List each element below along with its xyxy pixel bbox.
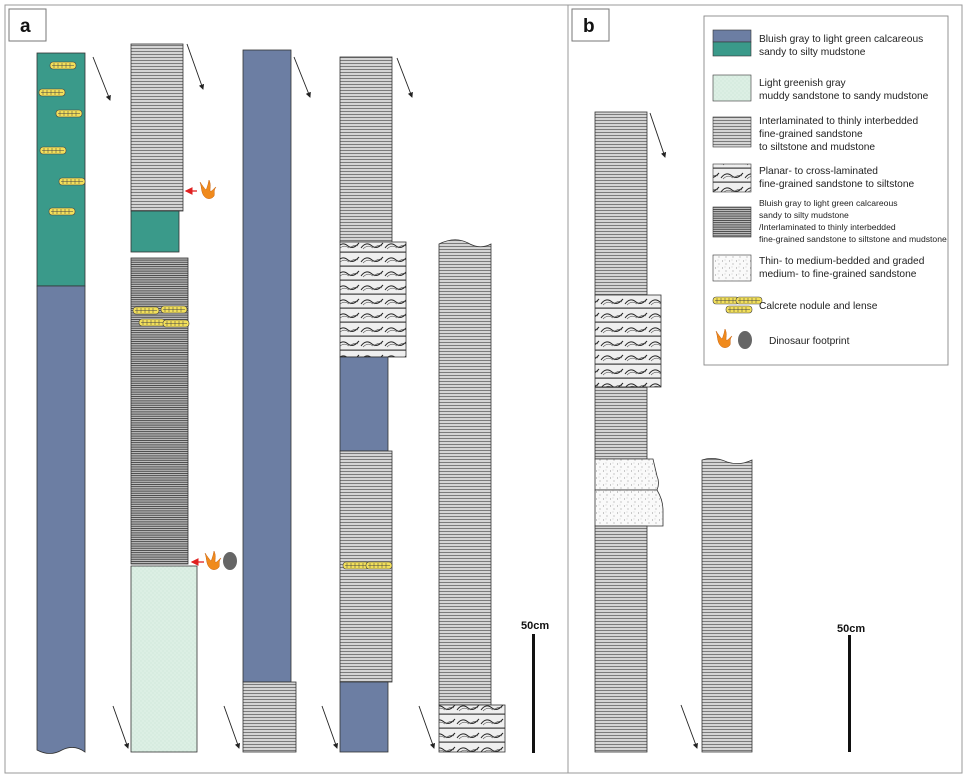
- legend-swatch-mudstone: [712, 29, 752, 43]
- legend-swatch-interlaminated: [712, 116, 752, 148]
- legend-mixed-line3: /Interlaminated to thinly interbedded: [759, 222, 896, 232]
- legend-mudstone-line1: Bluish gray to light green calcareous: [759, 34, 923, 45]
- svg-text:Light greenish gray mudd: Light greenish gray muddy sandstone to s…: [759, 78, 929, 102]
- legend-mixed-line1: Bluish gray to light green calcareous: [759, 198, 898, 208]
- legend-interlaminated-line2: fine-grained sandstone: [759, 129, 863, 140]
- legend-swatch-graded-sandstone: [712, 254, 752, 282]
- legend-interlaminated-line3: to siltstone and mudstone: [759, 142, 875, 153]
- scale-bar-a-label: 50cm: [521, 620, 549, 632]
- legend-calcrete-label: Calcrete nodule and lense: [759, 301, 878, 312]
- svg-text:Thin- to medium-bedded and gra: Thin- to medium-bedded and graded medium…: [759, 256, 927, 280]
- trend-arrows-a: [92, 43, 436, 749]
- trend-arrows-b: [649, 112, 698, 749]
- column-a4: [339, 56, 407, 753]
- legend-interlaminated-line1: Interlaminated to thinly interbedded: [759, 116, 918, 127]
- svg-text:Bluish gray to light green cal: Bluish gray to light green calcareous sa…: [759, 198, 947, 244]
- legend-swatch-muddy-sandstone: [712, 74, 752, 102]
- panel-a-label-box: [8, 8, 47, 42]
- legend-swatch-cross-laminated: [712, 163, 752, 193]
- legend-muddy-sandstone-line2: muddy sandstone to sandy mudstone: [759, 91, 929, 102]
- legend-mixed-line4: fine-grained sandstone to siltstone and …: [759, 234, 947, 244]
- legend-mudstone-line2: sandy to silty mudstone: [759, 47, 866, 58]
- legend-swatch-footprint: [715, 328, 752, 349]
- legend-footprint-label: Dinosaur footprint: [769, 336, 850, 347]
- svg-text:Bluish gray to light green cal: Bluish gray to light green calcareous sa…: [759, 34, 926, 58]
- scale-bar-b-label: 50cm: [837, 623, 865, 635]
- legend-mixed-line2: sandy to silty mudstone: [759, 210, 849, 220]
- column-a5: [438, 239, 506, 753]
- svg-text:Planar- to cross-laminated: Planar- to cross-laminated fine-grained …: [759, 166, 915, 190]
- scale-bar-b: [848, 635, 851, 752]
- legend-cross-laminated-line2: fine-grained sandstone to siltstone: [759, 179, 915, 190]
- column-a1: [36, 52, 86, 754]
- legend-graded-sandstone-line2: medium- to fine-grained sandstone: [759, 269, 917, 280]
- footprint-oval-icon: [223, 552, 237, 570]
- column-b2: [701, 458, 753, 753]
- svg-text:Interlaminated to thinly inter: Interlaminated to thinly interbedded fin…: [759, 116, 921, 153]
- legend: Bluish gray to light green calcareous sa…: [703, 15, 949, 366]
- column-b1: [594, 111, 664, 753]
- legend-swatch-mixed: [712, 206, 752, 238]
- scale-bar-a: [532, 634, 535, 753]
- column-a2: [130, 43, 237, 753]
- legend-muddy-sandstone-line1: Light greenish gray: [759, 78, 847, 89]
- panel-b-frame: [567, 4, 963, 774]
- panel-b-label: b: [583, 16, 595, 37]
- panel-a-label: a: [20, 16, 31, 37]
- legend-graded-sandstone-line1: Thin- to medium-bedded and graded: [759, 256, 925, 267]
- column-a3: [242, 49, 297, 753]
- footprint-oval-icon: [738, 331, 752, 349]
- panel-b-label-box: [571, 8, 610, 42]
- legend-cross-laminated-line1: Planar- to cross-laminated: [759, 166, 878, 177]
